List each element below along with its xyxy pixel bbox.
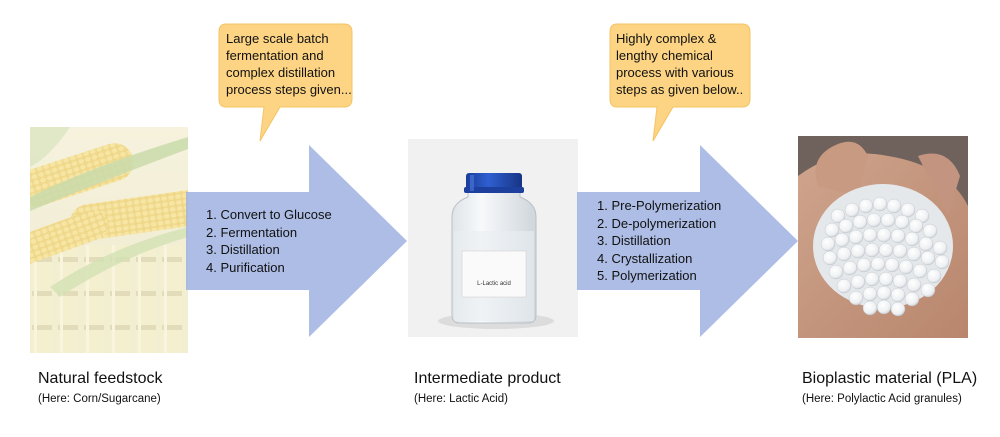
step-item: 4. Crystallization — [597, 250, 693, 266]
step-item: 4. Purification — [206, 259, 285, 275]
lactic-acid-bottle-image: L-Lactic acid — [408, 139, 578, 337]
process-arrow-1 — [186, 145, 407, 337]
step-item: 2. De-polymerization — [597, 215, 717, 231]
callout-line: lengthy chemical — [616, 48, 713, 63]
arrow-1-shape — [186, 145, 407, 337]
step-item: 1. Pre-Polymerization — [597, 198, 722, 213]
stage-3-title: Bioplastic material (PLA) — [802, 370, 978, 387]
process-arrow-2 — [577, 145, 798, 337]
callout-line: process steps given... — [226, 82, 352, 97]
stage-2-subtitle: (Here: Lactic Acid) — [414, 393, 508, 405]
step-item: 3. Distillation — [206, 242, 280, 257]
pla-granules-image — [798, 136, 968, 338]
arrow-1-steps: 1. Convert to Glucose 2. Fermentation 3.… — [206, 206, 332, 276]
callout-line: Highly complex & — [616, 31, 717, 46]
bottle-label-text: L-Lactic acid — [477, 281, 511, 287]
step-item: 3. Distillation — [597, 233, 671, 248]
callout-line: fermentation and — [226, 48, 324, 63]
step-item: 1. Convert to Glucose — [206, 207, 332, 222]
arrow-2-shape — [577, 145, 798, 337]
stage-3-subtitle: (Here: Polylactic Acid granules) — [802, 393, 962, 405]
callout-line: process with various — [616, 65, 734, 80]
callout-1-bubble — [218, 23, 353, 142]
stage-1-title: Natural feedstock — [38, 370, 163, 387]
callout-1-text: Large scale batch fermentation and compl… — [226, 30, 352, 98]
stage-1-subtitle: (Here: Corn/Sugarcane) — [38, 393, 161, 405]
callout-2-bubble — [609, 23, 751, 142]
feedstock-image — [30, 127, 188, 353]
step-item: 2. Fermentation — [206, 224, 298, 240]
arrow-2-steps: 1. Pre-Polymerization 2. De-polymerizati… — [597, 197, 721, 285]
step-item: 5. Polymerization — [597, 268, 697, 283]
callout-line: complex distillation — [226, 65, 336, 80]
callout-line: Large scale batch — [226, 31, 329, 46]
stage-2-title: Intermediate product — [414, 370, 561, 387]
callout-2-text: Highly complex & lengthy chemical proces… — [616, 30, 743, 98]
callout-line: steps as given below.. — [616, 82, 744, 97]
